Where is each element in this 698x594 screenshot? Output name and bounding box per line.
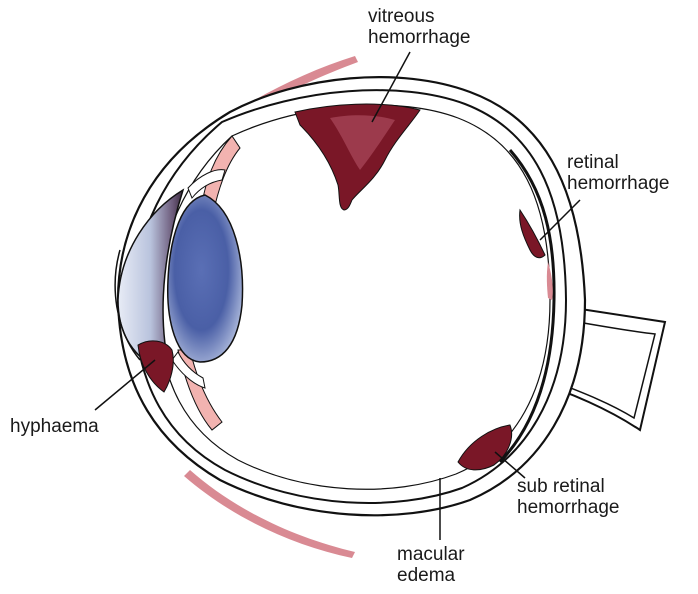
label-macular-edema: macular edema <box>397 544 465 586</box>
label-vitreous-hemorrhage: vitreous hemorrhage <box>368 6 470 48</box>
label-retinal-hemorrhage: retinal hemorrhage <box>567 152 669 194</box>
label-vitreous-line2: hemorrhage <box>368 27 470 48</box>
label-sub-retinal-hemorrhage: sub retinal hemorrhage <box>517 476 619 518</box>
label-sub-retinal-line2: hemorrhage <box>517 497 619 518</box>
label-sub-retinal-line1: sub retinal <box>517 476 619 497</box>
label-retinal-line2: hemorrhage <box>567 173 669 194</box>
label-hyphaema: hyphaema <box>10 416 99 437</box>
label-vitreous-line1: vitreous <box>368 6 470 27</box>
label-retinal-line1: retinal <box>567 152 669 173</box>
label-macular-line1: macular <box>397 544 465 565</box>
label-macular-line2: edema <box>397 565 465 586</box>
label-hyphaema-line1: hyphaema <box>10 416 99 437</box>
